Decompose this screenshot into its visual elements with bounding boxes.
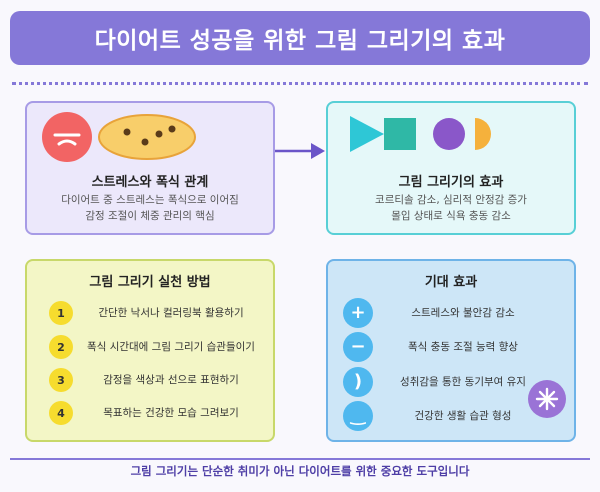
- step-text: 폭식 시간대에 그림 그리기 습관들이기: [87, 341, 255, 353]
- stress-panel-desc-2: 감정 조절이 체중 관리의 핵심: [85, 210, 215, 222]
- title-banner: 다이어트 성공을 위한 그림 그리기의 효과: [10, 11, 590, 65]
- circle-shape-icon: [433, 118, 465, 150]
- half-circle-shape-icon: [475, 118, 491, 150]
- expected-effect-text: 스트레스와 불안감 감소: [411, 307, 515, 319]
- effect-panel-desc-1: 코르티솔 감소, 심리적 안정감 증가: [375, 194, 527, 206]
- triangle-shape-icon: [350, 116, 384, 152]
- paren-icon: ): [343, 367, 373, 397]
- step-number-badge: 4: [49, 401, 73, 425]
- expected-effects-heading: 기대 효과: [424, 275, 478, 290]
- footer-note: 그림 그리기는 단순한 취미가 아닌 다이어트를 위한 중요한 도구입니다: [130, 464, 470, 478]
- arrow-right-icon: [275, 143, 325, 159]
- step-number-badge: 2: [49, 335, 73, 359]
- expected-effect-text: 성취감을 통한 동기부여 유지: [400, 376, 526, 388]
- step-text: 간단한 낙서나 컬러링북 활용하기: [98, 307, 244, 319]
- step-number-badge: 1: [49, 301, 73, 325]
- square-shape-icon: [384, 118, 416, 150]
- expected-effect-text: 폭식 충동 조절 능력 향상: [408, 341, 518, 353]
- effect-panel-desc-2: 몰입 상태로 식욕 충동 감소: [391, 210, 511, 222]
- method-step: 2 폭식 시간대에 그림 그리기 습관들이기: [27, 335, 273, 359]
- step-number-badge: 3: [49, 368, 73, 392]
- method-panel: 그림 그리기 실천 방법 1 간단한 낙서나 컬러링북 활용하기 2 폭식 시간…: [25, 259, 275, 442]
- effect-panel-heading: 그림 그리기의 효과: [398, 175, 504, 190]
- expected-effect-text: 건강한 생활 습관 형성: [414, 410, 512, 422]
- stressed-face-icon: [42, 112, 92, 162]
- expected-effect-item: + 스트레스와 불안감 감소: [328, 298, 574, 328]
- expected-effect-item: − 폭식 충동 조절 능력 향상: [328, 332, 574, 362]
- expected-effect-item: ) 성취감을 통한 동기부여 유지: [328, 367, 574, 397]
- method-step: 1 간단한 낙서나 컬러링북 활용하기: [27, 301, 273, 325]
- step-text: 목표하는 건강한 모습 그려보기: [103, 407, 239, 419]
- dotted-divider: [12, 82, 588, 85]
- stress-panel-desc-1: 다이어트 중 스트레스는 폭식으로 이어짐: [61, 194, 239, 206]
- food-plate-icon: [97, 112, 197, 162]
- plus-icon: +: [343, 298, 373, 328]
- method-step: 4 목표하는 건강한 모습 그려보기: [27, 401, 273, 425]
- smile-curve-icon: ‿: [343, 401, 373, 431]
- page-title: 다이어트 성공을 위한 그림 그리기의 효과: [94, 28, 506, 54]
- footer-divider: [10, 458, 590, 460]
- method-step: 3 감정을 색상과 선으로 표현하기: [27, 368, 273, 392]
- stress-panel-heading: 스트레스와 폭식 관계: [91, 175, 209, 190]
- expected-effect-item: ‿ 건강한 생활 습관 형성: [328, 401, 574, 431]
- sparkle-icon: [528, 380, 566, 418]
- step-text: 감정을 색상과 선으로 표현하기: [103, 374, 239, 386]
- method-panel-heading: 그림 그리기 실천 방법: [89, 275, 211, 290]
- minus-icon: −: [343, 332, 373, 362]
